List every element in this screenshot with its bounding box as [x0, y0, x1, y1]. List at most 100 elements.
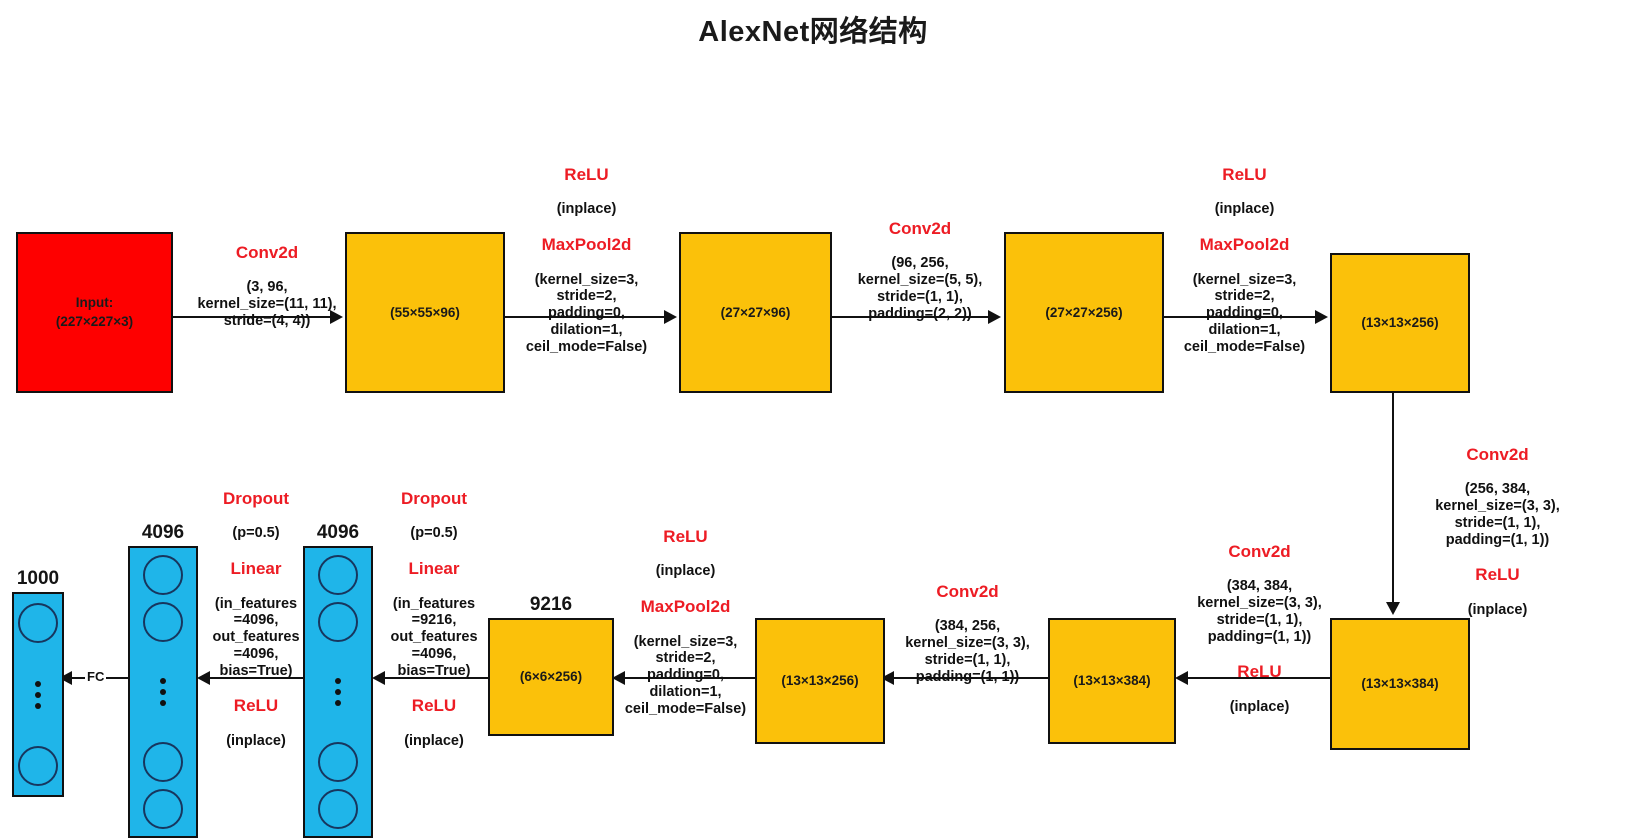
block-conv1-out: (55×55×96) [345, 232, 505, 393]
neuron-group-bottom [143, 742, 183, 829]
edge-label-fc1: Dropout (p=0.5) Linear (in_features =921… [374, 472, 494, 767]
op-params: (3, 96, kernel_size=(11, 11), stride=(4,… [197, 279, 337, 329]
block-pool2-out-label: (13×13×256) [1361, 315, 1439, 331]
edge-conv5-to-pool3-arrow-icon [612, 671, 625, 685]
edge-conv3-to-conv4-arrow-icon [1175, 671, 1188, 685]
edge-conv4-to-conv5 [892, 677, 1050, 679]
neuron-circle-icon [143, 602, 183, 642]
neuron-circle-icon [318, 555, 358, 595]
block-fc2-neurons [130, 548, 196, 836]
op-params-dropout: (p=0.5) [232, 525, 280, 542]
op-params: (256, 384, kernel_size=(3, 3), stride=(1… [1435, 481, 1560, 548]
neuron-circle-icon [143, 555, 183, 595]
op-params-relu: (inplace) [1229, 698, 1290, 715]
neuron-circle-icon [18, 603, 58, 643]
op-params-relu: (inplace) [1214, 201, 1275, 218]
op-name-relu: ReLU [1222, 164, 1267, 184]
op-params-relu: (inplace) [556, 201, 617, 218]
edge-label-pool2: ReLU (inplace) MaxPool2d (kernel_size=3,… [1167, 148, 1322, 372]
edge-pool2-to-conv3 [1392, 393, 1394, 606]
vertical-ellipsis-icon [335, 678, 341, 706]
edge-label-conv3: Conv2d (256, 384, kernel_size=(3, 3), st… [1400, 428, 1595, 636]
edge-conv2-to-pool2-arrow-icon [1315, 310, 1328, 324]
block-conv3-out: (13×13×384) [1330, 618, 1470, 750]
op-params-linear: (in_features =4096, out_features =4096, … [212, 595, 300, 679]
block-pool2-out: (13×13×256) [1330, 253, 1470, 393]
op-name-conv2d: Conv2d [888, 218, 952, 238]
block-conv5-out: (13×13×256) [755, 618, 885, 744]
edge-fc1-to-fc2 [209, 677, 305, 679]
neuron-circle-icon [143, 742, 183, 782]
op-params-relu: (inplace) [655, 563, 716, 580]
block-conv2-out: (27×27×256) [1004, 232, 1164, 393]
block-conv4-out: (13×13×384) [1048, 618, 1176, 744]
op-name-relu: ReLU [564, 164, 609, 184]
block-pool3-out: (6×6×256) [488, 618, 614, 736]
edge-fc1-to-fc2-arrow-icon [197, 671, 210, 685]
edge-pool3-to-fc1-arrow-icon [372, 671, 385, 685]
op-params: (96, 256, kernel_size=(5, 5), stride=(1,… [857, 255, 983, 322]
op-params: (384, 256, kernel_size=(3, 3), stride=(1… [905, 618, 1030, 685]
block-conv5-out-label: (13×13×256) [781, 673, 859, 689]
block-pool3-out-label: (6×6×256) [519, 669, 583, 685]
op-name-maxpool2d: MaxPool2d [541, 234, 632, 254]
op-params: (384, 384, kernel_size=(3, 3), stride=(1… [1197, 578, 1322, 645]
op-name-relu: ReLU [1475, 565, 1520, 585]
edge-label-conv2: Conv2d (96, 256, kernel_size=(5, 5), str… [830, 202, 1010, 339]
edge-label-conv4: Conv2d (384, 384, kernel_size=(3, 3), st… [1182, 525, 1337, 733]
op-name-relu: ReLU [1237, 662, 1282, 682]
block-fc2-caption: 4096 [141, 522, 185, 543]
op-name-dropout: Dropout [222, 488, 290, 508]
op-name-dropout: Dropout [400, 488, 468, 508]
op-name-conv2d: Conv2d [1466, 444, 1529, 464]
edge-conv5-to-pool3 [624, 677, 757, 679]
block-input: Input: (227×227×3) [16, 232, 173, 393]
block-conv2-out-label: (27×27×256) [1045, 304, 1123, 320]
edge-label-pool1: ReLU (inplace) MaxPool2d (kernel_size=3,… [509, 148, 664, 372]
block-pool3-out-caption: 9216 [529, 594, 573, 615]
op-params-maxpool: (kernel_size=3, stride=2, padding=0, dil… [525, 271, 648, 355]
neuron-group-top [318, 555, 358, 642]
op-name-conv2d: Conv2d [1228, 541, 1291, 561]
op-name-relu: ReLU [233, 696, 279, 716]
edge-label-pool3: ReLU (inplace) MaxPool2d (kernel_size=3,… [608, 510, 763, 734]
edge-label-conv1: Conv2d (3, 96, kernel_size=(11, 11), str… [172, 226, 362, 347]
edge-input-to-conv1-arrow-icon [330, 310, 343, 324]
op-name-maxpool2d: MaxPool2d [1199, 234, 1290, 254]
edge-label-conv5: Conv2d (384, 256, kernel_size=(3, 3), st… [885, 565, 1050, 702]
op-params-maxpool: (kernel_size=3, stride=2, padding=0, dil… [1183, 271, 1306, 355]
block-fc3 [12, 592, 64, 797]
block-conv3-out-label: (13×13×384) [1361, 676, 1439, 692]
block-fc3-caption: 1000 [16, 568, 60, 589]
edge-conv3-to-conv4 [1186, 677, 1332, 679]
op-params-relu: (inplace) [404, 732, 464, 749]
neuron-group-top [143, 555, 183, 642]
edge-input-to-conv1 [173, 316, 331, 318]
op-params-maxpool: (kernel_size=3, stride=2, padding=0, dil… [624, 633, 747, 717]
neuron-circle-icon [318, 789, 358, 829]
op-name-linear: Linear [230, 558, 282, 578]
op-name-conv2d: Conv2d [936, 581, 999, 601]
block-fc3-neurons [14, 594, 62, 795]
neuron-circle-icon [318, 742, 358, 782]
block-conv4-out-label: (13×13×384) [1073, 673, 1151, 689]
block-fc1-caption: 4096 [316, 522, 360, 543]
edge-pool1-to-conv2 [832, 316, 989, 318]
op-params-relu: (inplace) [1467, 601, 1528, 618]
neuron-circle-icon [18, 746, 58, 786]
op-name-relu: ReLU [663, 526, 708, 546]
vertical-ellipsis-icon [35, 680, 41, 709]
edge-label-fc2: Dropout (p=0.5) Linear (in_features =409… [196, 472, 316, 767]
neuron-circle-icon [143, 789, 183, 829]
block-pool1-out-label: (27×27×96) [720, 304, 791, 320]
block-conv1-out-label: (55×55×96) [390, 304, 460, 320]
block-input-label: Input: (227×227×3) [55, 295, 134, 329]
block-pool1-out: (27×27×96) [679, 232, 832, 393]
op-params-linear: (in_features =9216, out_features =4096, … [390, 595, 478, 679]
neuron-group-bottom [318, 742, 358, 829]
neuron-circle-icon [318, 602, 358, 642]
op-params-relu: (inplace) [226, 732, 286, 749]
edge-conv1-to-pool1-arrow-icon [664, 310, 677, 324]
edge-label-fc: FC [85, 669, 107, 684]
